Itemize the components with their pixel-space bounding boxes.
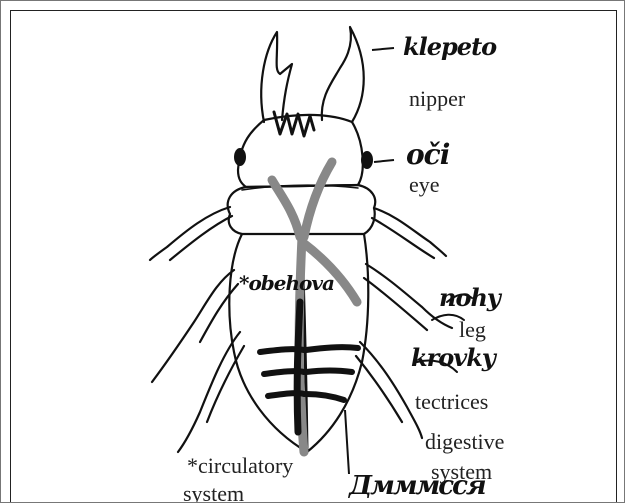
leader-lines bbox=[345, 48, 394, 474]
circulatory-vessels bbox=[260, 302, 358, 432]
label-digestive-line1: digestive bbox=[425, 431, 504, 453]
front-leg-left bbox=[150, 207, 230, 260]
handwritten-leg: nohy bbox=[439, 286, 500, 310]
label-leg: leg bbox=[459, 319, 486, 341]
handwritten-eye: oči bbox=[406, 141, 449, 169]
left-eye bbox=[234, 148, 246, 166]
hind-leg-left bbox=[178, 332, 240, 452]
middle-leg-left bbox=[152, 270, 234, 382]
label-nipper: nipper bbox=[409, 88, 465, 110]
label-tectrices: tectrices bbox=[415, 391, 488, 413]
figure-inner: klepeto oči nohy krovky *obehova Дмммсся… bbox=[10, 10, 617, 502]
front-leg-right bbox=[374, 208, 446, 256]
label-eye: eye bbox=[409, 174, 440, 196]
right-eye bbox=[361, 151, 373, 169]
label-digestive-line2: system bbox=[431, 461, 492, 483]
handwritten-tectrices: krovky bbox=[411, 346, 495, 370]
label-circulatory-line2: system bbox=[183, 483, 244, 502]
left-mandible bbox=[261, 32, 292, 122]
middle-leg-left-2 bbox=[200, 284, 238, 342]
label-circulatory-line1: *circulatory bbox=[187, 455, 293, 477]
handwritten-nipper: klepeto bbox=[403, 35, 496, 59]
right-mandible bbox=[322, 27, 364, 122]
handwritten-circulatory: *obehova bbox=[239, 273, 334, 293]
beetle-diagram bbox=[11, 11, 617, 502]
